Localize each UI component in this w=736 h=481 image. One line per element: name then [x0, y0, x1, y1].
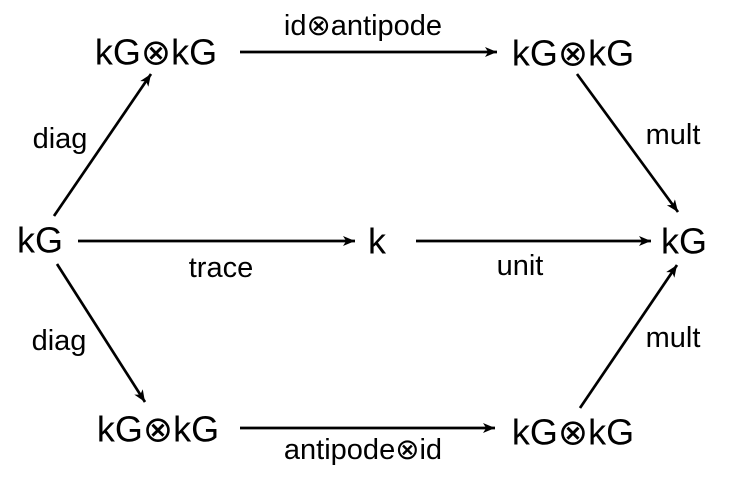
node-mid-right: kG: [661, 221, 707, 262]
node-bottom-left: kG⊗kG: [97, 409, 219, 450]
node-mid-center: k: [368, 221, 387, 262]
arrow-label-diag-lower: diag: [32, 325, 87, 357]
arrow-mult-lower: [578, 264, 679, 409]
nodes-layer: kG⊗kG kG⊗kG kG k kG kG⊗kG kG⊗kG: [17, 32, 707, 453]
node-bottom-right: kG⊗kG: [512, 412, 634, 453]
edge-labels-layer: id⊗antipode diag trace unit mult diag antipode…: [32, 10, 701, 466]
node-top-left: kG⊗kG: [95, 32, 217, 73]
arrow-label-mult-lower: mult: [646, 322, 701, 354]
arrow-diag-upper: [52, 73, 153, 217]
arrow-diag-lower: [55, 263, 147, 403]
arrow-label-antipode-id: antipode⊗id: [284, 434, 442, 466]
arrow-label-trace: trace: [189, 252, 253, 284]
arrow-label-diag-upper: diag: [33, 123, 88, 155]
edges-layer: [52, 47, 680, 433]
node-mid-left: kG: [17, 220, 63, 261]
node-top-right: kG⊗kG: [512, 33, 634, 74]
arrow-label-unit: unit: [497, 250, 544, 282]
arrow-mult-upper: [575, 73, 680, 213]
arrow-label-mult-upper: mult: [646, 119, 701, 151]
arrow-label-id-antipode: id⊗antipode: [284, 10, 442, 42]
